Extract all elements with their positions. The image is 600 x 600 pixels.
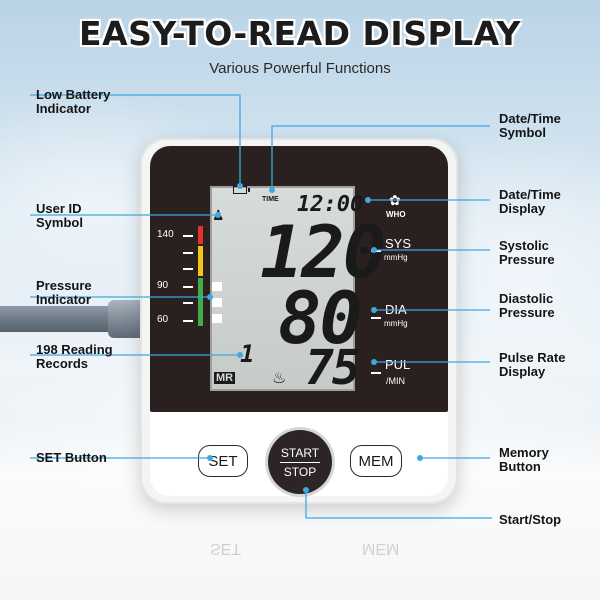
sys-label: SYS (385, 236, 412, 251)
diastolic-readout: 80 (278, 276, 363, 360)
callout-reading-records: 198 Reading Records (36, 342, 113, 371)
mem-button[interactable]: MEM (350, 445, 402, 477)
time-readout: 12:00 (297, 192, 364, 217)
scale-tick (183, 252, 193, 254)
time-symbol-label: TIME (262, 196, 279, 203)
callout-user-id: User ID Symbol (36, 201, 83, 230)
bell-icon: ♨ (272, 370, 287, 387)
callout-set-button: SET Button (36, 450, 107, 465)
scale-tick (183, 320, 193, 322)
callout-pressure-indicator: Pressure Indicator (36, 278, 92, 307)
memory-recall-badge: MR (214, 372, 236, 384)
risk-bar-yellow (198, 246, 203, 276)
start-stop-button[interactable]: START STOP (268, 430, 332, 494)
lcd-screen (210, 186, 355, 391)
scale-tick (183, 235, 193, 237)
pressure-indicator-square (212, 298, 222, 307)
set-button[interactable]: SET (198, 445, 248, 477)
callout-start-stop: Start/Stop (499, 512, 562, 527)
systolic-readout: 120 (260, 210, 386, 294)
callout-memory-button: Memory Button (499, 445, 549, 474)
callout-date-time-display: Date/Time Display (499, 187, 561, 216)
pul-label: PUL (385, 357, 411, 372)
pul-dash (371, 372, 381, 374)
callout-date-time-symbol: Date/Time Symbol (499, 111, 561, 140)
risk-bar-red (198, 226, 203, 244)
scale-label-90: 90 (157, 280, 169, 291)
who-label: WHO (386, 210, 406, 219)
scale-tick (183, 302, 193, 304)
dia-dash (371, 317, 381, 319)
dia-unit: mmHg (384, 319, 408, 328)
pressure-indicator-square (212, 314, 222, 323)
pulse-readout: 75 (305, 340, 361, 396)
scale-label-60: 60 (157, 314, 169, 325)
callout-pulse: Pulse Rate Display (499, 350, 566, 379)
page-title: EASY-TO-READ DISPLAY (79, 14, 521, 53)
callout-systolic: Systolic Pressure (499, 238, 555, 267)
start-label: START (280, 445, 320, 460)
scale-tick (183, 286, 193, 288)
callout-low-battery: Low Battery Indicator (36, 87, 111, 116)
risk-bar-green (198, 278, 203, 326)
page-subtitle: Various Powerful Functions (209, 60, 391, 77)
scale-tick (183, 268, 193, 270)
stop-label: STOP (283, 464, 317, 479)
sys-unit: mmHg (384, 253, 408, 262)
pressure-indicator-square (212, 282, 222, 291)
scale-label-140: 140 (157, 229, 174, 240)
start-stop-divider (280, 461, 320, 463)
callout-diastolic: Diastolic Pressure (499, 291, 555, 320)
pul-unit: /MIN (386, 376, 405, 386)
memory-index-readout: 1 (240, 340, 255, 368)
